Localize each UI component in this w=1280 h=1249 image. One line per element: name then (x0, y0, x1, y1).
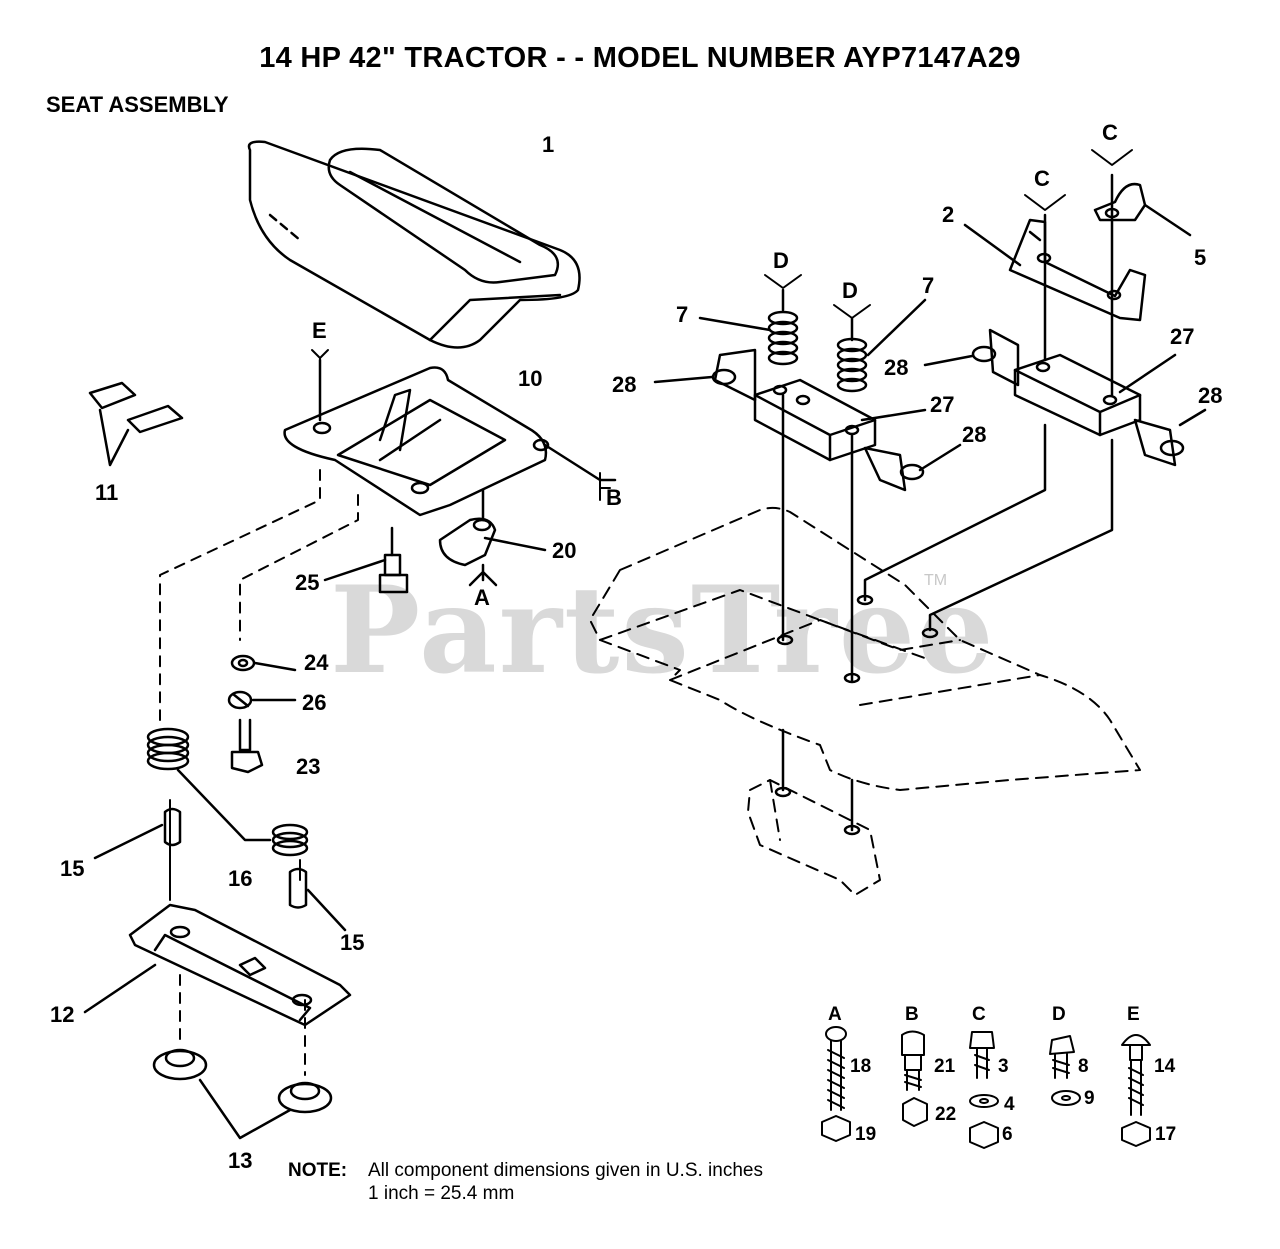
slide-bracket-parts (653, 173, 1207, 832)
page-title: 14 HP 42" TRACTOR - - MODEL NUMBER AYP71… (259, 42, 1021, 74)
hardware-part-4: 4 (1004, 1094, 1015, 1115)
callout-25: 25 (295, 570, 319, 595)
hardware-part-17: 17 (1155, 1124, 1176, 1145)
callout-27-right: 27 (1170, 324, 1194, 349)
callout-23: 23 (296, 754, 320, 779)
callout-28-a: 28 (612, 372, 636, 397)
hardware-part-8: 8 (1078, 1056, 1089, 1077)
hardware-letter-d: D (1052, 1004, 1066, 1025)
watermark-trademark: TM (924, 572, 948, 589)
knob-and-bolt-parts (323, 488, 547, 594)
callout-7-left: 7 (676, 302, 688, 327)
callout-28-c: 28 (962, 422, 986, 447)
hardware-letter-a: A (828, 1004, 842, 1025)
hardware-part-14: 14 (1154, 1056, 1176, 1077)
ref-letter-e: E (312, 318, 327, 343)
callout-11: 11 (95, 480, 118, 505)
hardware-letter-b: B (905, 1004, 919, 1025)
assembly-guide-lines (159, 469, 359, 1076)
ref-letter-d-left: D (773, 248, 789, 273)
hardware-part-18: 18 (850, 1056, 871, 1077)
frame-mount-holes (774, 594, 939, 836)
callout-7-right: 7 (922, 273, 934, 298)
callout-26: 26 (302, 690, 326, 715)
callout-15-left: 15 (60, 856, 84, 881)
callout-2: 2 (942, 202, 954, 227)
callout-1: 1 (542, 132, 554, 157)
bushing-parts (152, 1048, 333, 1140)
hardware-part-9: 9 (1084, 1088, 1095, 1109)
callout-15-right: 15 (340, 930, 364, 955)
callout-16: 16 (228, 866, 252, 891)
spring-and-spacer-parts (93, 727, 347, 932)
callout-28-d: 28 (1198, 383, 1222, 408)
hardware-part-22: 22 (935, 1104, 956, 1125)
hardware-part-19: 19 (855, 1124, 876, 1145)
watermark-logo: PartsTree (330, 560, 996, 701)
seat-clip-parts (88, 381, 184, 467)
ref-letter-c-mid: C (1034, 166, 1050, 191)
ref-letter-a: A (474, 585, 490, 610)
note-line-1: All component dimensions given in U.S. i… (368, 1160, 763, 1181)
callout-27-left: 27 (930, 392, 954, 417)
tractor-fender-outline (589, 506, 1141, 896)
hardware-letter-e: E (1127, 1004, 1140, 1025)
hardware-legend-graphics (821, 1026, 1151, 1149)
hardware-part-6: 6 (1002, 1124, 1013, 1145)
note-label: NOTE: (288, 1160, 348, 1181)
seat-pan-part (283, 358, 617, 517)
callout-20: 20 (552, 538, 576, 563)
hardware-letter-c: C (972, 1004, 986, 1025)
hardware-part-3: 3 (998, 1056, 1009, 1077)
hardware-part-21: 21 (934, 1056, 956, 1077)
reference-markers (311, 149, 1133, 501)
ref-letter-d-right: D (842, 278, 858, 303)
washer-nut-bolt-parts (227, 654, 297, 774)
callout-28-b: 28 (884, 355, 908, 380)
callout-24: 24 (304, 650, 329, 675)
note-line-2: 1 inch = 25.4 mm (368, 1183, 515, 1204)
section-title: SEAT ASSEMBLY (46, 92, 229, 117)
seat-cushion-part (247, 140, 581, 349)
ref-letter-b: B (606, 485, 622, 510)
callout-12: 12 (50, 1002, 74, 1027)
ref-letter-c-top: C (1102, 120, 1118, 145)
callout-5: 5 (1194, 245, 1206, 270)
callout-13: 13 (228, 1148, 252, 1173)
seat-base-plate-part (83, 903, 352, 1027)
callout-10: 10 (518, 366, 542, 391)
